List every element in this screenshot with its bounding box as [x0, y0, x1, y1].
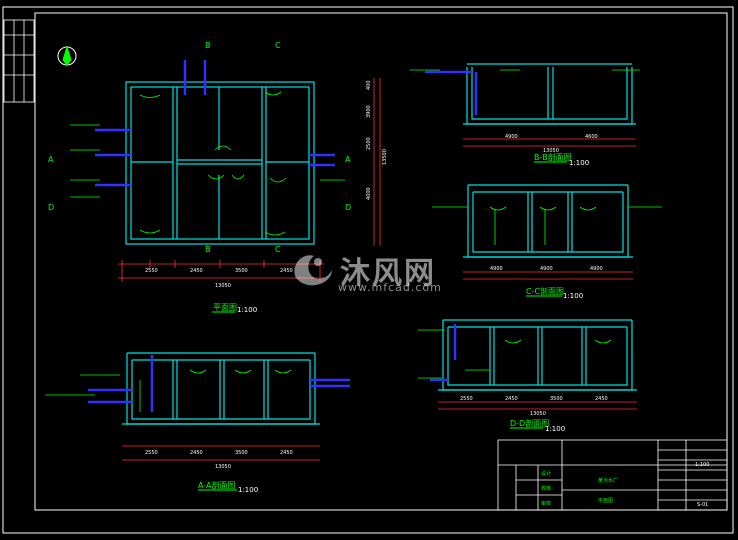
watermark-url: www.mfcad.com [338, 281, 442, 294]
watermark-logo-icon [294, 255, 332, 286]
section-aa-title: A-A剖面图 [198, 480, 235, 490]
bb-dim: 4600 [585, 134, 598, 140]
plan-side-dim: 4000 [366, 187, 372, 200]
tb-scale: 1:100 [695, 462, 709, 468]
tb-label: 校核 [541, 485, 551, 492]
plan-side-dim: 2500 [366, 137, 372, 150]
tb-label: 设计 [541, 470, 551, 477]
section-marker: B [205, 41, 211, 50]
cc-dim: 4900 [590, 266, 603, 272]
section-marker: D [345, 203, 351, 212]
tb-drawing-name: 平面图 [598, 498, 613, 504]
plan-side-dim: 13500 [382, 149, 388, 165]
plan-view: A A B B C C D D 2550 2450 3500 2450 1305… [48, 41, 388, 314]
section-dd: 2550 2450 3500 2450 13050 D-D剖面图 1:100 [418, 319, 637, 433]
title-block: 设计 校核 审核 某污水厂 平面图 1:100 S-01 [497, 439, 728, 511]
tb-label: 审核 [541, 500, 551, 507]
plan-dim: 3500 [235, 268, 248, 274]
section-bb-scale: 1:100 [569, 159, 589, 167]
aa-dim: 13050 [215, 464, 231, 470]
dd-dim: 13050 [530, 411, 546, 417]
plan-side-dim: 3900 [366, 105, 372, 118]
bb-dim: 4900 [505, 134, 518, 140]
dd-dim: 3500 [550, 396, 563, 402]
plan-side-dim: 400 [366, 80, 372, 90]
aa-dim: 2450 [280, 450, 293, 456]
dd-dim: 2550 [460, 396, 473, 402]
section-cc-scale: 1:100 [563, 292, 583, 300]
watermark-brand: 沐风网 [340, 256, 436, 291]
plan-dim: 2450 [280, 268, 293, 274]
left-revision-strip [3, 19, 35, 103]
aa-dim: 3500 [235, 450, 248, 456]
plan-dim: 13050 [215, 283, 231, 289]
aa-dim: 2450 [190, 450, 203, 456]
aa-dim: 2550 [145, 450, 158, 456]
section-bb: 4900 4600 13050 B-B剖面图 1:100 [410, 63, 640, 167]
section-marker: C [275, 245, 281, 254]
section-marker: C [275, 41, 281, 50]
tb-drawing-no: S-01 [697, 502, 708, 508]
dd-dim: 2450 [505, 396, 518, 402]
section-marker: D [48, 203, 54, 212]
bb-dim: 13050 [543, 148, 559, 154]
cc-dim: 4900 [540, 266, 553, 272]
section-dd-scale: 1:100 [545, 425, 565, 433]
drawing-border [2, 6, 734, 534]
watermark: 沐风网 www.mfcad.com [288, 248, 458, 294]
section-dd-title: D-D剖面图 [510, 418, 549, 428]
tb-project: 某污水厂 [598, 477, 618, 484]
plan-title: 平面图 [213, 303, 237, 312]
section-marker: A [48, 155, 54, 164]
plan-scale: 1:100 [237, 306, 257, 314]
section-cc-title: C-C剖面图 [526, 286, 564, 296]
cc-dim: 4900 [490, 266, 503, 272]
section-aa-scale: 1:100 [238, 486, 258, 494]
north-arrow-icon [57, 45, 77, 66]
section-marker: A [345, 155, 351, 164]
section-aa: 2550 2450 3500 2450 13050 A-A剖面图 1:100 [45, 352, 350, 494]
plan-dim: 2550 [145, 268, 158, 274]
section-marker: B [205, 245, 211, 254]
dd-dim: 2450 [595, 396, 608, 402]
section-bb-title: B-B剖面图 [534, 152, 572, 162]
plan-dim: 2450 [190, 268, 203, 274]
inner-border [34, 12, 728, 511]
section-cc: 4900 4900 4900 C-C剖面图 1:100 [432, 184, 662, 300]
